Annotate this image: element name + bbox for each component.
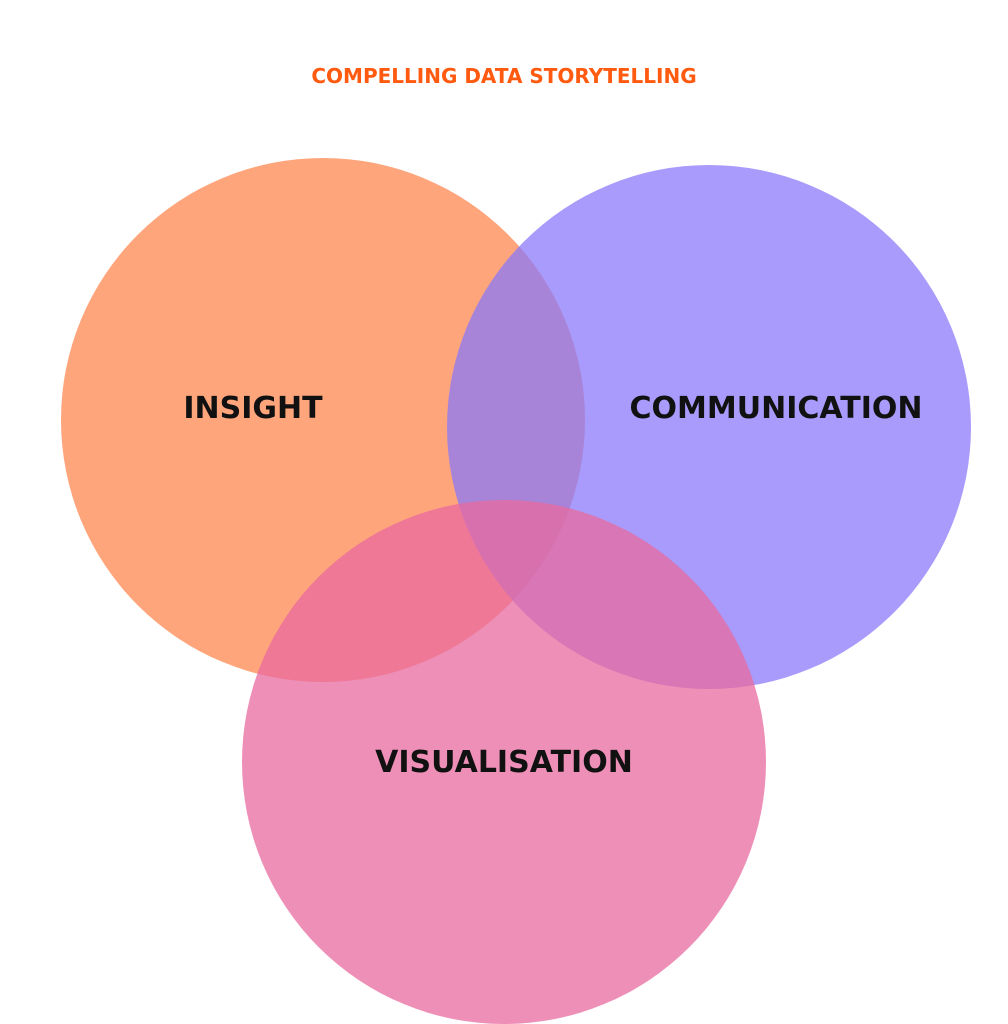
insight-label: INSIGHT	[183, 391, 323, 426]
visualisation-circle	[242, 500, 766, 1024]
communication-label: COMMUNICATION	[630, 391, 923, 426]
page-title: COMPELLING DATA STORYTELLING	[311, 64, 697, 88]
visualisation-label: VISUALISATION	[375, 745, 633, 780]
